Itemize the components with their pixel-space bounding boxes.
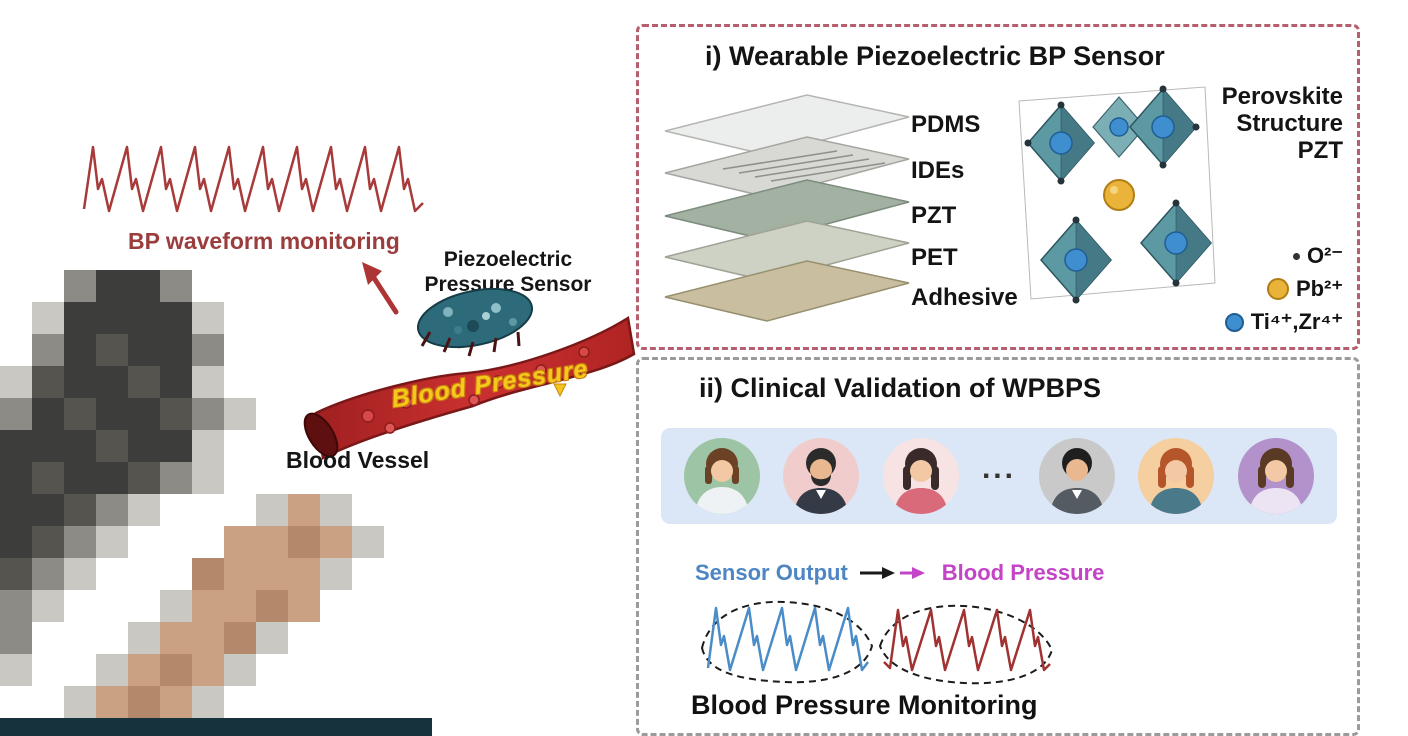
clinical-waveform-plot bbox=[700, 600, 1054, 685]
perovskite-structure-illustration bbox=[1018, 85, 1216, 304]
layer-label-adhesive: Adhesive bbox=[911, 284, 1018, 311]
legend-titanium-label: Ti⁴⁺,Zr⁴⁺ bbox=[1250, 309, 1343, 334]
bp-waveform-plot bbox=[82, 145, 424, 213]
blood-vessel-label: Blood Vessel bbox=[286, 447, 430, 473]
layer-label-pdms: PDMS bbox=[911, 111, 981, 138]
sensor-output-label: Sensor Output bbox=[695, 560, 848, 585]
participant-avatar bbox=[882, 438, 959, 514]
bp-monitoring-label: Blood Pressure Monitoring bbox=[691, 690, 1038, 720]
layer-label-pet: PET bbox=[911, 244, 958, 271]
person-icon bbox=[893, 448, 948, 514]
participant-avatar bbox=[1237, 438, 1314, 514]
arrow-up-icon bbox=[362, 262, 399, 315]
participants-band: ... bbox=[661, 428, 1337, 524]
blood-vessel-illustration bbox=[303, 288, 636, 460]
participants-ellipsis: ... bbox=[981, 452, 1016, 485]
titanium-sphere-icon bbox=[1224, 312, 1244, 332]
panel-clinical-validation: ii) Clinical Validation of WPBPS bbox=[636, 357, 1360, 736]
person-icon bbox=[1149, 448, 1204, 514]
participant-avatar bbox=[1138, 438, 1215, 514]
panel-sensor-title: i) Wearable Piezoelectric BP Sensor bbox=[705, 41, 1165, 71]
oxygen-dot-icon bbox=[1292, 252, 1300, 260]
person-icon bbox=[1248, 448, 1303, 514]
person-icon bbox=[695, 448, 750, 514]
legend-lead: Pb²⁺ bbox=[1266, 276, 1343, 302]
panel-clinical-title: ii) Clinical Validation of WPBPS bbox=[699, 373, 1102, 403]
person-icon bbox=[794, 448, 849, 514]
conversion-row: Sensor Output Blood Pressure bbox=[695, 560, 1104, 586]
layer-label-pzt: PZT bbox=[911, 202, 957, 229]
perovskite-label: Perovskite Structure PZT bbox=[1222, 83, 1343, 164]
person-icon bbox=[1050, 448, 1105, 514]
legend-oxygen-label: O²⁻ bbox=[1306, 243, 1343, 268]
lead-sphere-icon bbox=[1266, 278, 1289, 300]
perovskite-label-line1: Perovskite bbox=[1221, 83, 1343, 110]
pixelated-person-image bbox=[0, 270, 432, 736]
blood-pressure-label: Blood Pressure bbox=[941, 560, 1105, 585]
piezoelectric-sensor-label-line1: Piezoelectric bbox=[443, 248, 573, 271]
legend-lead-label: Pb²⁺ bbox=[1295, 276, 1343, 301]
sensor-layer-stack bbox=[664, 94, 910, 322]
participant-avatar bbox=[783, 438, 860, 514]
layer-label-ides: IDEs bbox=[911, 157, 965, 184]
piezoelectric-sensor-label-line2: Pressure Sensor bbox=[424, 273, 592, 297]
panel-wearable-sensor: i) Wearable Piezoelectric BP Sensor bbox=[636, 24, 1360, 350]
perovskite-label-line2: Structure bbox=[1236, 110, 1343, 137]
participant-avatar bbox=[1039, 438, 1116, 514]
piezoelectric-sensor-label: Piezoelectric Pressure Sensor bbox=[412, 247, 604, 297]
legend-titanium-zirconium: Ti⁴⁺,Zr⁴⁺ bbox=[1224, 309, 1343, 335]
ion-legend: O²⁻ Pb²⁺ Ti⁴⁺,Zr⁴⁺ bbox=[1224, 243, 1343, 335]
perovskite-label-line3: PZT bbox=[1297, 137, 1343, 164]
participant-avatar bbox=[684, 438, 761, 514]
bp-waveform-label: BP waveform monitoring bbox=[128, 228, 400, 254]
conversion-arrow-icon bbox=[859, 567, 925, 579]
legend-oxygen: O²⁻ bbox=[1292, 243, 1343, 269]
